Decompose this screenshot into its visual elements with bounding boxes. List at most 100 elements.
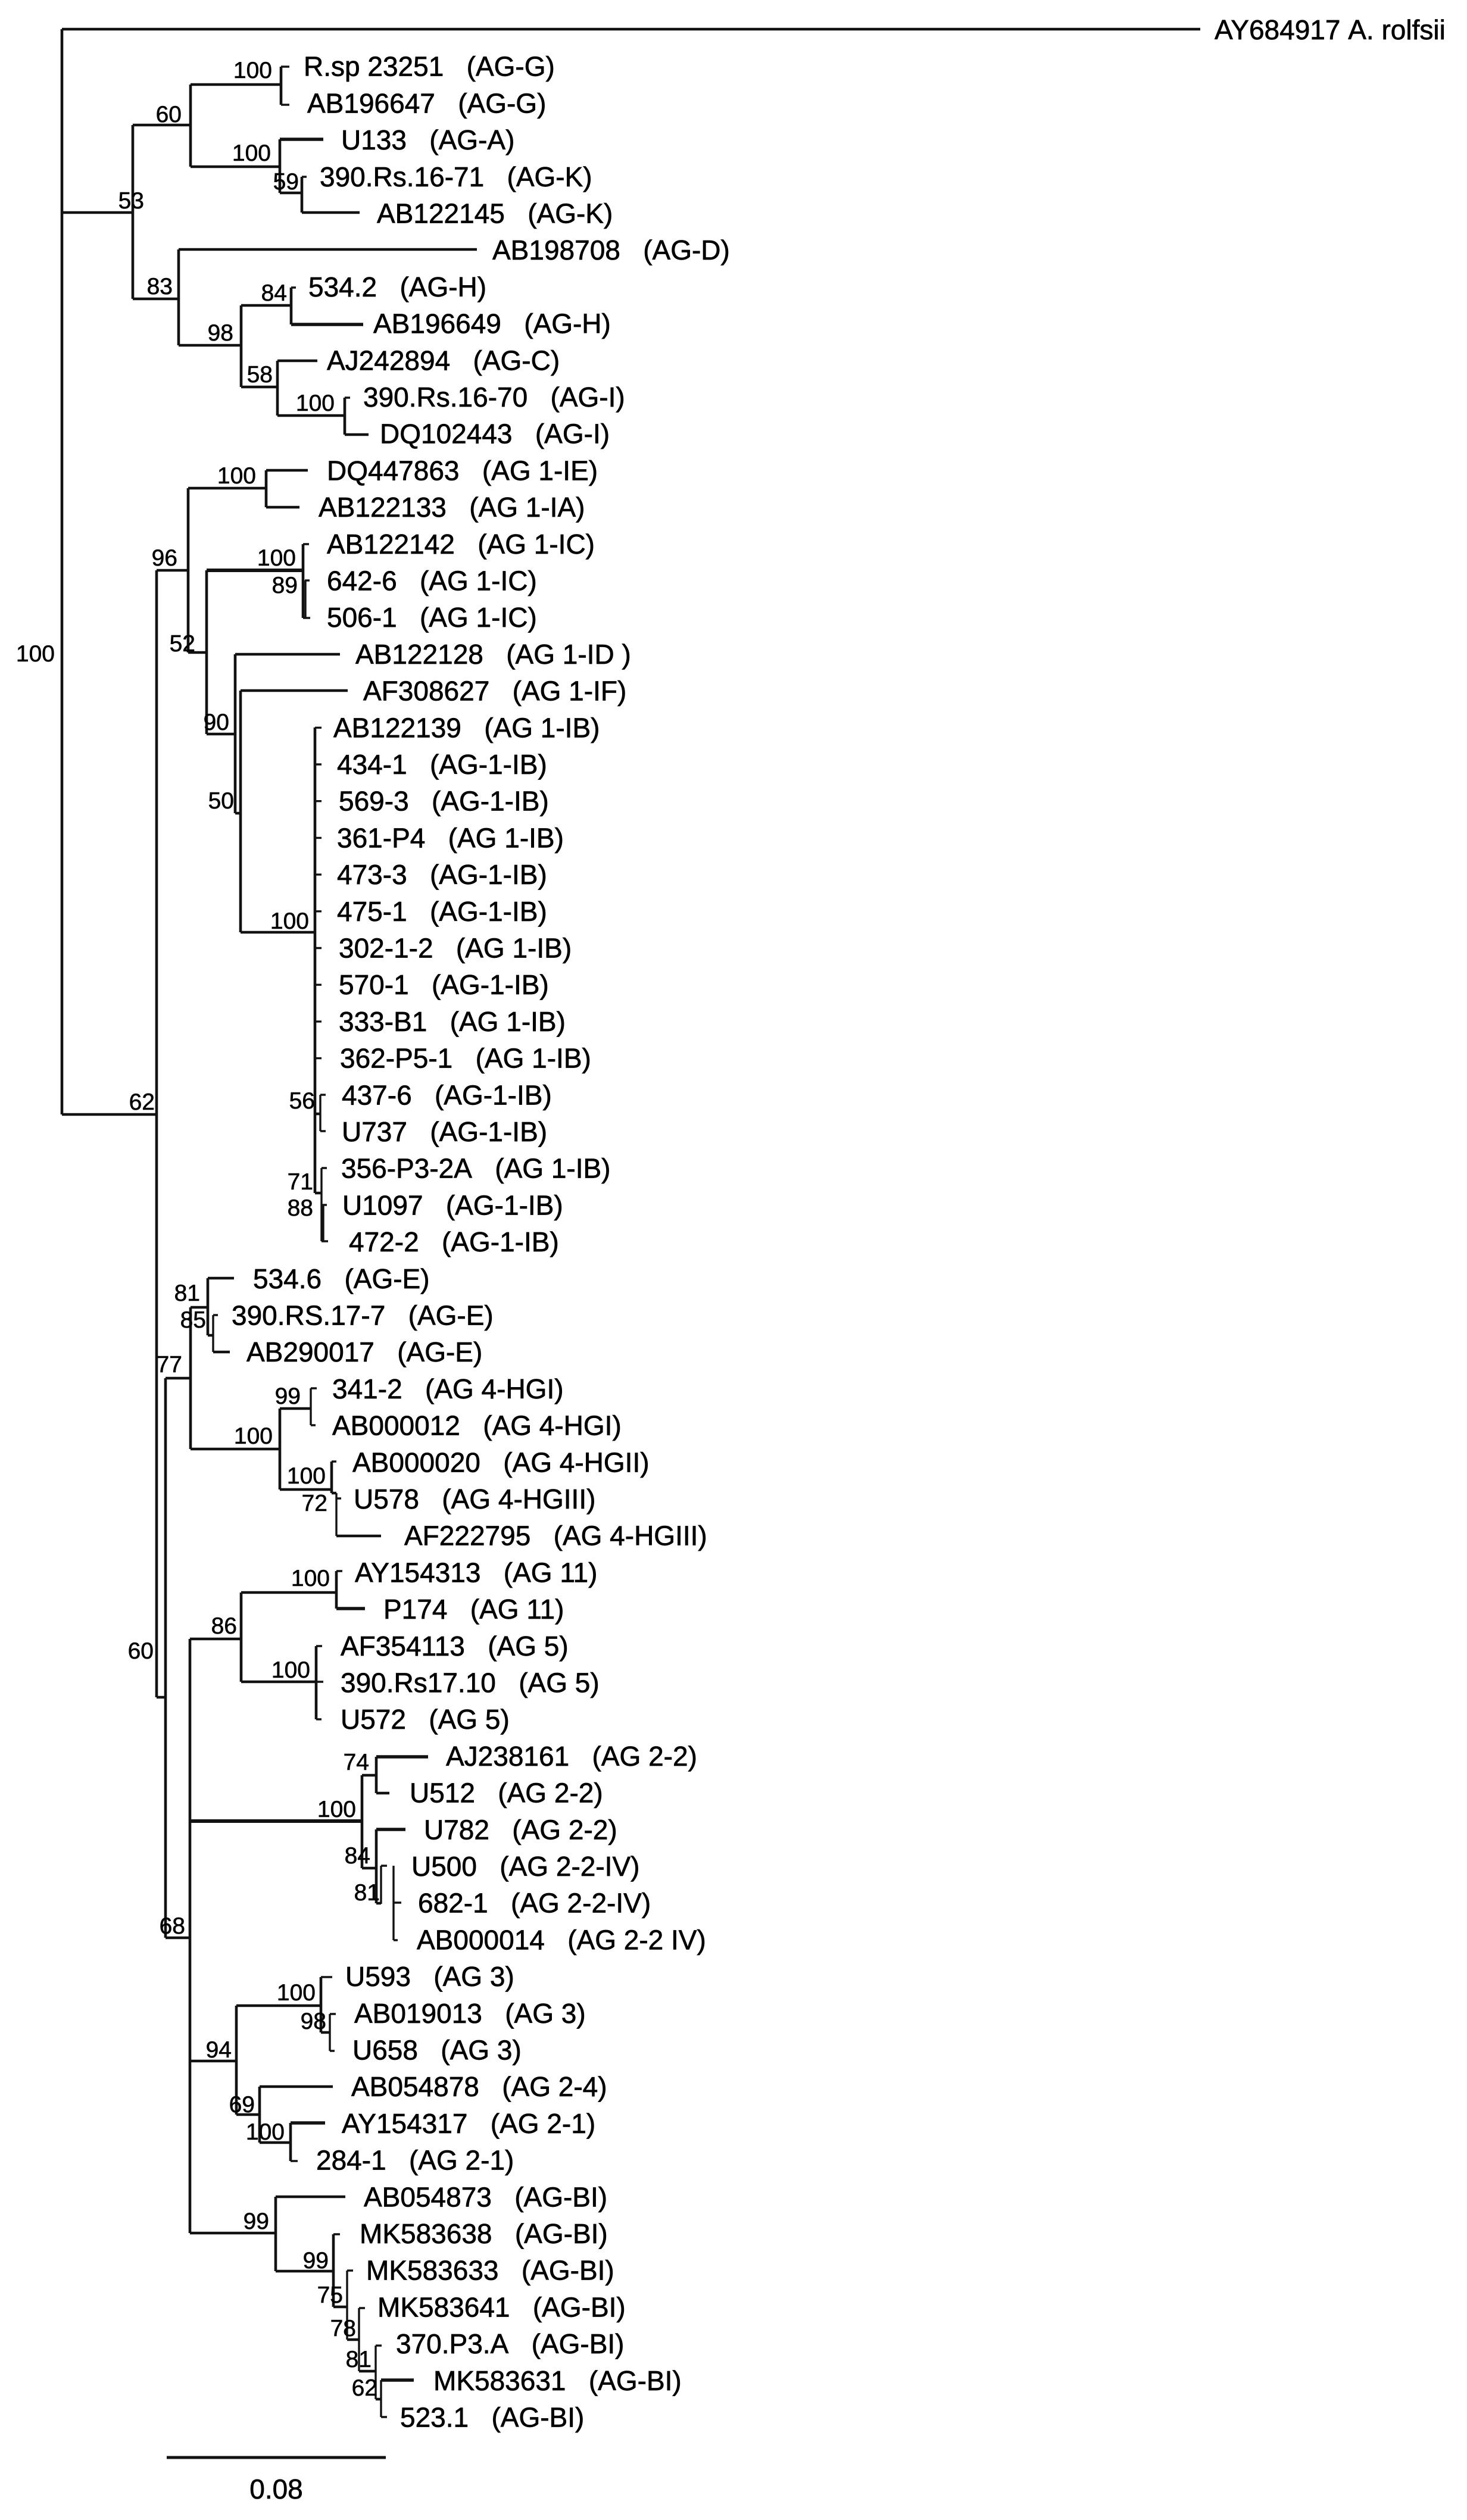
svg-text:AB290017 (AG-E): AB290017 (AG-E)	[246, 1336, 482, 1367]
svg-text:100: 100	[234, 1423, 273, 1449]
svg-text:534.2 (AG-H): 534.2 (AG-H)	[308, 271, 486, 302]
svg-text:DQ102443 (AG-I): DQ102443 (AG-I)	[380, 419, 610, 449]
svg-text:U500 (AG 2-2-IV): U500 (AG 2-2-IV)	[411, 1851, 639, 1882]
svg-text:AB122128 (AG 1-ID ): AB122128 (AG 1-ID )	[355, 639, 631, 670]
svg-text:362-P5-1 (AG 1-IB): 362-P5-1 (AG 1-IB)	[340, 1043, 591, 1074]
svg-text:MK583631 (AG-BI): MK583631 (AG-BI)	[433, 2365, 682, 2396]
svg-text:AB000012 (AG 4-HGI): AB000012 (AG 4-HGI)	[332, 1410, 622, 1441]
svg-text:68: 68	[160, 1913, 185, 1939]
svg-text:AF222795 (AG 4-HGIII): AF222795 (AG 4-HGIII)	[404, 1520, 707, 1551]
svg-text:100: 100	[217, 463, 256, 489]
svg-text:94: 94	[206, 2037, 232, 2063]
svg-text:71: 71	[288, 1169, 313, 1195]
svg-text:MK583633 (AG-BI): MK583633 (AG-BI)	[366, 2255, 614, 2286]
svg-text:P174 (AG 11): P174 (AG 11)	[383, 1594, 564, 1625]
svg-text:99: 99	[275, 1384, 301, 1409]
svg-text:99: 99	[303, 2248, 329, 2274]
svg-text:MK583641 (AG-BI): MK583641 (AG-BI)	[377, 2291, 626, 2322]
svg-text:0.08: 0.08	[249, 2474, 303, 2505]
svg-text:U1097 (AG-1-IB): U1097 (AG-1-IB)	[342, 1189, 563, 1220]
svg-text:356-P3-2A (AG 1-IB): 356-P3-2A (AG 1-IB)	[341, 1153, 611, 1184]
svg-text:U782 (AG 2-2): U782 (AG 2-2)	[424, 1814, 617, 1845]
svg-text:100: 100	[232, 140, 271, 166]
svg-text:475-1 (AG-1-IB): 475-1 (AG-1-IB)	[337, 896, 547, 927]
svg-text:99: 99	[244, 2209, 269, 2234]
svg-text:81: 81	[346, 2347, 372, 2372]
svg-text:83: 83	[147, 274, 173, 299]
svg-text:U578 (AG 4-HGIII): U578 (AG 4-HGIII)	[354, 1484, 595, 1515]
svg-text:74: 74	[344, 1750, 369, 1775]
svg-text:84: 84	[261, 280, 287, 306]
svg-text:100: 100	[257, 545, 296, 571]
svg-text:361-P4 (AG 1-IB): 361-P4 (AG 1-IB)	[337, 822, 564, 853]
svg-text:100: 100	[317, 1797, 356, 1822]
svg-text:390.Rs.16-71 (AG-K): 390.Rs.16-71 (AG-K)	[320, 161, 592, 192]
svg-text:AY684917 A. rolfsii: AY684917 A. rolfsii	[1215, 14, 1446, 45]
svg-text:100: 100	[277, 1980, 316, 2006]
svg-text:473-3 (AG-1-IB): 473-3 (AG-1-IB)	[337, 859, 547, 890]
svg-text:98: 98	[208, 320, 233, 346]
svg-text:100: 100	[291, 1566, 330, 1591]
svg-text:U133 (AG-A): U133 (AG-A)	[341, 124, 514, 155]
svg-text:370.P3.A (AG-BI): 370.P3.A (AG-BI)	[396, 2328, 624, 2359]
svg-text:50: 50	[208, 788, 234, 814]
svg-text:85: 85	[180, 1307, 206, 1333]
svg-text:53: 53	[118, 188, 144, 214]
svg-text:60: 60	[128, 1638, 154, 1664]
svg-text:60: 60	[156, 102, 182, 127]
svg-text:AF354113 (AG 5): AF354113 (AG 5)	[341, 1631, 569, 1662]
svg-text:MK583638 (AG-BI): MK583638 (AG-BI)	[360, 2218, 608, 2249]
svg-text:100: 100	[270, 908, 309, 934]
svg-text:AB000020 (AG 4-HGII): AB000020 (AG 4-HGII)	[352, 1447, 650, 1478]
svg-text:100: 100	[287, 1463, 326, 1489]
svg-text:69: 69	[229, 2092, 255, 2118]
svg-text:77: 77	[157, 1352, 182, 1378]
svg-text:506-1 (AG 1-IC): 506-1 (AG 1-IC)	[327, 602, 537, 633]
svg-text:58: 58	[247, 362, 273, 388]
svg-text:AB054873 (AG-BI): AB054873 (AG-BI)	[364, 2181, 607, 2212]
svg-text:341-2 (AG 4-HGI): 341-2 (AG 4-HGI)	[332, 1373, 564, 1404]
svg-text:100: 100	[271, 1657, 310, 1683]
svg-text:U512 (AG 2-2): U512 (AG 2-2)	[410, 1778, 603, 1809]
svg-text:AJ242894 (AG-C): AJ242894 (AG-C)	[327, 345, 560, 376]
svg-text:R.sp 23251 (AG-G): R.sp 23251 (AG-G)	[304, 51, 555, 82]
svg-text:72: 72	[302, 1491, 327, 1516]
svg-text:AB196647 (AG-G): AB196647 (AG-G)	[307, 88, 546, 118]
svg-text:62: 62	[352, 2375, 377, 2401]
svg-text:390.Rs17.10 (AG 5): 390.Rs17.10 (AG 5)	[341, 1667, 600, 1698]
svg-text:AY154313 (AG 11): AY154313 (AG 11)	[355, 1557, 597, 1588]
svg-text:52: 52	[170, 631, 195, 657]
svg-text:100: 100	[233, 58, 272, 83]
svg-text:523.1 (AG-BI): 523.1 (AG-BI)	[400, 2402, 584, 2433]
svg-text:534.6 (AG-E): 534.6 (AG-E)	[253, 1263, 430, 1294]
svg-text:AB019013 (AG 3): AB019013 (AG 3)	[354, 1998, 586, 2029]
svg-text:333-B1 (AG 1-IB): 333-B1 (AG 1-IB)	[339, 1006, 566, 1037]
svg-text:96: 96	[152, 545, 177, 571]
svg-text:U658 (AG 3): U658 (AG 3)	[352, 2035, 522, 2066]
svg-text:284-1 (AG 2-1): 284-1 (AG 2-1)	[316, 2145, 514, 2176]
svg-text:100: 100	[246, 2119, 285, 2145]
svg-text:437-6 (AG-1-IB): 437-6 (AG-1-IB)	[342, 1079, 552, 1110]
svg-text:AB054878 (AG 2-4): AB054878 (AG 2-4)	[351, 2071, 607, 2102]
svg-text:81: 81	[354, 1880, 380, 1906]
svg-text:434-1 (AG-1-IB): 434-1 (AG-1-IB)	[337, 749, 547, 780]
svg-text:100: 100	[16, 641, 55, 667]
svg-text:59: 59	[273, 169, 299, 195]
svg-text:682-1 (AG 2-2-IV): 682-1 (AG 2-2-IV)	[418, 1888, 651, 1919]
svg-text:AB122142 (AG 1-IC): AB122142 (AG 1-IC)	[327, 529, 595, 560]
svg-text:AF308627 (AG 1-IF): AF308627 (AG 1-IF)	[363, 676, 626, 707]
svg-text:90: 90	[204, 710, 229, 735]
svg-text:390.RS.17-7 (AG-E): 390.RS.17-7 (AG-E)	[232, 1300, 494, 1331]
svg-text:AY154317 (AG 2-1): AY154317 (AG 2-1)	[342, 2108, 595, 2139]
svg-text:302-1-2 (AG 1-IB): 302-1-2 (AG 1-IB)	[339, 933, 572, 964]
svg-text:75: 75	[317, 2282, 343, 2308]
svg-text:AB122139 (AG 1-IB): AB122139 (AG 1-IB)	[333, 712, 600, 743]
svg-text:100: 100	[296, 391, 335, 416]
svg-text:AB122133 (AG 1-IA): AB122133 (AG 1-IA)	[319, 492, 585, 523]
svg-text:AB198708 (AG-D): AB198708 (AG-D)	[492, 235, 730, 266]
svg-text:86: 86	[211, 1613, 237, 1639]
svg-text:78: 78	[330, 2316, 356, 2341]
svg-text:AB196649 (AG-H): AB196649 (AG-H)	[373, 308, 611, 339]
svg-text:56: 56	[289, 1088, 315, 1114]
svg-text:570-1 (AG-1-IB): 570-1 (AG-1-IB)	[339, 969, 549, 1000]
